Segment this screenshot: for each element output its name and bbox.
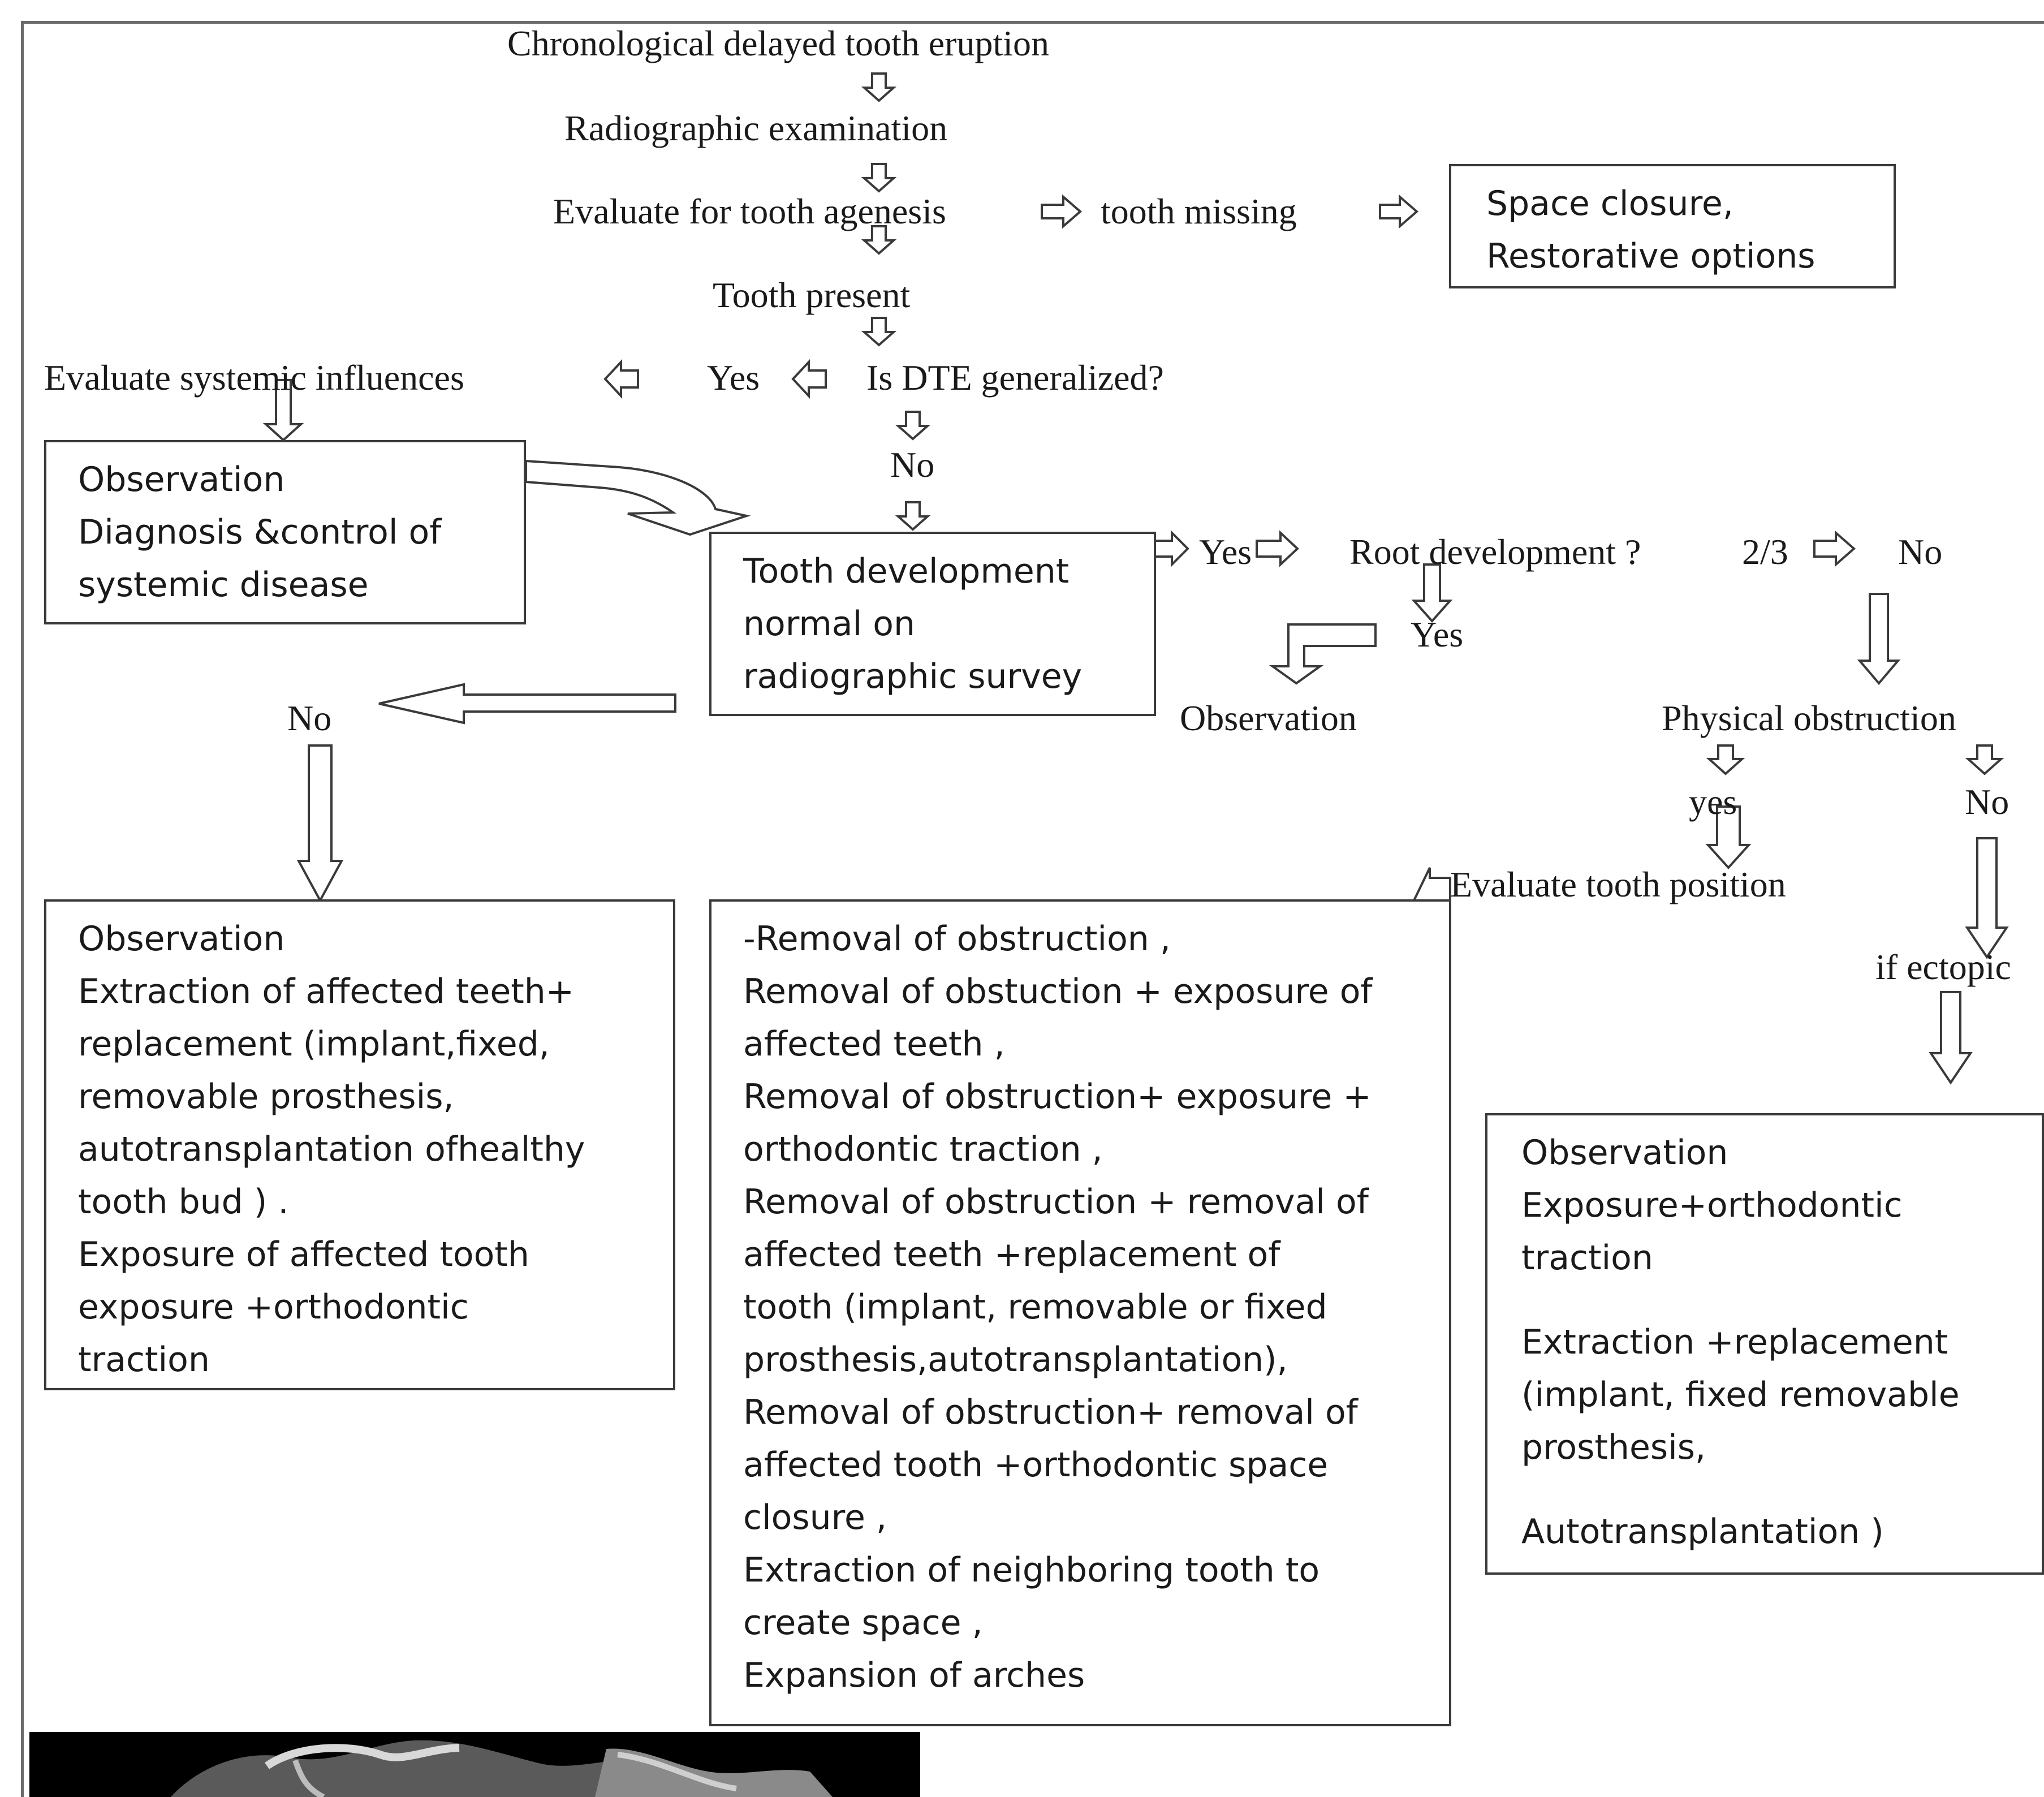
box-line: Extraction of neighboring tooth to [743,1550,1320,1590]
node-evaluate-agenesis: Evaluate for tooth agenesis [553,191,946,231]
arrow-down-no-right [1857,593,1901,686]
box-line: tooth bud ) . [78,1182,289,1222]
box-line: replacement (implant,fixed, [78,1024,550,1064]
arrow-right-two-thirds [1813,530,1856,567]
node-yes-obstruction: yes [1689,782,1737,822]
box-line: Extraction of affected teeth+ [78,972,575,1011]
arrow-right-tooth-dev [1154,530,1189,567]
box-line: prosthesis, [1521,1428,1706,1467]
box-line: exposure +orthodontic [78,1287,469,1327]
box-line: -Removal of obstruction , [743,919,1171,959]
arrow-left-yes [603,359,639,399]
box-line: traction [1521,1238,1653,1278]
box-line: Observation [78,460,285,499]
arrow-curved-systemic [525,459,751,536]
box-line: autotransplantation ofhealthy [78,1130,585,1169]
box-line: Removal of obstruction+ exposure + [743,1077,1372,1117]
arrow-down-obstruction-yes [1706,744,1745,775]
arrow-left-dte [791,359,827,399]
arrow-right-agenesis [1041,194,1083,229]
arrow-down-obstruction-no [1965,744,2004,775]
node-evaluate-systemic: Evaluate systemic influences [44,357,464,398]
arrow-down-no-left [296,744,344,903]
box-line: Expansion of arches [743,1656,1085,1695]
box-line: closure , [743,1498,887,1537]
box-line: affected teeth , [743,1024,1005,1064]
box-line: Tooth development [743,551,1070,591]
arrow-right-missing [1379,194,1419,229]
box-line: Removal of obstruction+ removal of [743,1393,1358,1432]
node-two-thirds: 2/3 [1742,532,1788,572]
arrow-down-3 [861,225,897,255]
node-if-ectopic: if ectopic [1875,947,2011,987]
node-yes-root: Yes [1411,614,1464,654]
box-line: normal on [743,604,916,644]
node-no-root: No [1898,532,1943,572]
node-yes-tooth-dev: Yes [1199,532,1252,572]
node-no-obstruction: No [1965,782,2009,822]
node-physical-obstruction: Physical obstruction [1662,698,1956,738]
box-line: Exposure of affected tooth [78,1235,529,1274]
box-line: affected teeth +replacement of [743,1235,1280,1274]
node-tooth-missing: tooth missing [1101,191,1297,231]
box-line: create space , [743,1603,983,1643]
box-line: Restorative options [1486,236,1816,276]
box-line: Autotransplantation ) [1521,1512,1884,1552]
arrow-down-yes-position [1705,805,1752,869]
arrow-right-yes [1256,530,1299,567]
box-line: Extraction +replacement [1521,1322,1948,1362]
box-space-closure: Space closure, Restorative options [1449,164,1896,288]
arrow-down-root-yes [1411,563,1453,623]
arrow-left-no [378,683,676,725]
box-tooth-development: Tooth development normal on radiographic… [709,532,1156,716]
box-left-treatment: Observation Extraction of affected teeth… [44,899,675,1390]
node-is-dte-generalized: Is DTE generalized? [866,357,1164,398]
node-evaluate-tooth-position: Evaluate tooth position [1450,864,1786,904]
box-systemic-disease: Observation Diagnosis &control of system… [44,440,526,624]
node-chronological-delayed-eruption: Chronological delayed tooth eruption [507,23,1049,63]
box-line: Exposure+orthodontic [1521,1186,1903,1225]
box-line: radiographic survey [743,657,1083,696]
arrow-down-ectopic [1929,991,1973,1085]
node-radiographic-examination: Radiographic examination [564,108,948,148]
box-line: (implant, fixed removable [1521,1375,1960,1415]
arrow-down-4 [861,317,897,347]
diagram-frame [21,21,2044,1797]
arrow-down-2 [861,163,897,193]
box-right-treatment: Observation Exposure+orthodontic tractio… [1485,1113,2044,1575]
node-no-generalized: No [890,445,935,485]
box-line: affected tooth +orthodontic space [743,1445,1329,1485]
box-line: Space closure, [1486,184,1733,223]
arrow-down-5 [895,411,931,441]
box-line: removable prosthesis, [78,1077,454,1117]
box-middle-treatment: -Removal of obstruction , Removal of obs… [709,899,1451,1726]
box-line: Observation [78,919,285,959]
box-line: orthodontic traction , [743,1130,1103,1169]
box-line: systemic disease [78,565,369,605]
arrow-down-no-far-right [1965,837,2009,959]
node-yes-generalized: Yes [707,357,760,398]
box-line: prosthesis,autotransplantation), [743,1340,1288,1380]
arrow-down-1 [861,72,897,102]
box-line: traction [78,1340,210,1380]
radiograph-shape [171,1740,833,1797]
arrow-down-6 [895,501,931,531]
node-observation-root: Observation [1180,698,1357,738]
box-line: Removal of obstruction + removal of [743,1182,1369,1222]
box-line: tooth (implant, removable or fixed [743,1287,1327,1327]
node-no-tooth-dev: No [287,698,332,738]
node-root-development: Root development ? [1349,532,1641,572]
radiograph-image [29,1732,920,1797]
arrow-to-observation [1269,623,1377,685]
arrow-down-systemic [262,379,304,442]
box-line: Observation [1521,1133,1728,1173]
box-line: Diagnosis &control of [78,512,442,552]
node-tooth-present: Tooth present [713,275,911,315]
box-line: Removal of obstuction + exposure of [743,972,1373,1011]
